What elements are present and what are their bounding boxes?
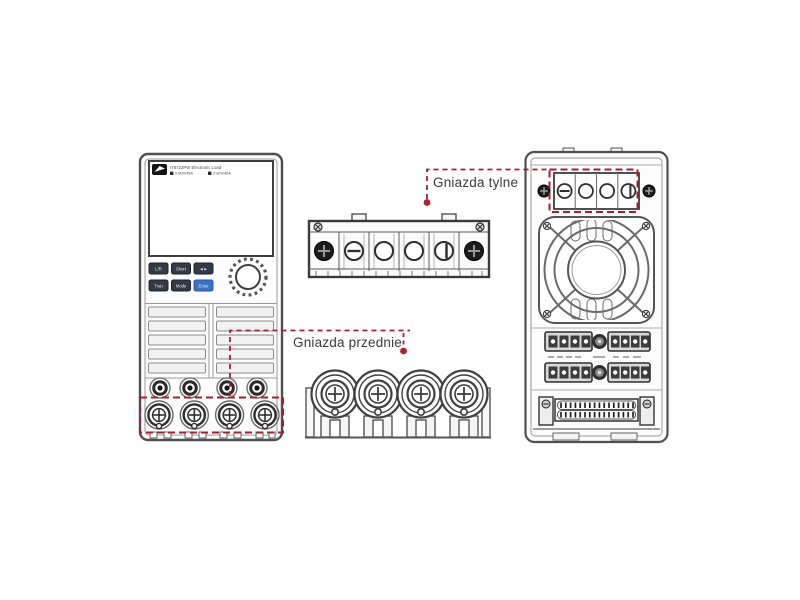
svg-text:◄►: ◄►: [199, 266, 207, 271]
center-screw-icon: [592, 365, 607, 380]
phillips-screw-icon: [537, 184, 551, 198]
half-slot-terminal: [620, 183, 637, 199]
front-sockets-detail: [305, 369, 491, 439]
phillips-screw-icon: [642, 184, 656, 198]
post-mounts: [320, 415, 479, 438]
binding-post-large: [310, 369, 360, 419]
front-button-enter: Enter: [193, 279, 214, 292]
front-button-lr: L/R: [148, 262, 169, 275]
sense-terminal: [149, 377, 171, 399]
binding-post: [144, 400, 174, 430]
binding-post: [179, 400, 209, 430]
terminal-hole: [599, 183, 615, 199]
display-rating-right: 0-80V/45A: [213, 172, 231, 176]
corner-screw-icon: [475, 222, 485, 232]
phillips-screw-icon: [464, 241, 484, 261]
front-panel-view: IT8722PW Electronic Load 0-80V/45A 0-80V…: [138, 152, 284, 442]
fan-corner-screw-icon: [542, 309, 552, 319]
slotted-screw-icon: [344, 241, 364, 261]
rating-badge-icon: [170, 171, 174, 175]
fan-corner-screw-icon: [542, 221, 552, 231]
brand-logo-arrow: [154, 166, 165, 172]
front-button-short: Short: [171, 262, 191, 275]
rating-badge-icon: [208, 171, 212, 175]
front-button-mode: Mode: [171, 279, 191, 292]
svg-text:L/R: L/R: [155, 266, 162, 271]
svg-text:Enter: Enter: [198, 283, 209, 288]
front-button-tran: Tran: [148, 279, 169, 292]
lcd-display: IT8722PW Electronic Load 0-80V/45A 0-80V…: [148, 160, 274, 257]
phillips-screw-icon: [314, 241, 334, 261]
front-panel-bezel: [144, 158, 278, 436]
front-keypad: L/R Short ◄► Tran Mode Enter: [148, 257, 268, 297]
slotted-screw-icon: [556, 183, 573, 199]
cell-dividers: [338, 232, 460, 271]
rotary-knob: [228, 257, 268, 297]
binding-post-large: [396, 369, 446, 419]
terminal-hole: [578, 183, 594, 199]
sense-terminal: [179, 377, 201, 399]
rear-terminal-strip: [537, 172, 656, 210]
control-terminal-row-1: [544, 331, 651, 352]
svg-text:Tran: Tran: [154, 283, 163, 288]
center-screw-icon: [592, 334, 607, 349]
display-brand-text: IT8722PW Electronic Load: [170, 165, 222, 170]
binding-post: [250, 400, 280, 430]
display-rating-left: 0-80V/45A: [175, 172, 193, 176]
sense-terminal: [216, 377, 238, 399]
rear-panel-feet: [533, 428, 660, 441]
connector-pins: [560, 402, 634, 418]
control-terminal-row-2: [544, 362, 651, 383]
rear-terminal-block-detail: [307, 213, 491, 279]
binding-post-large: [353, 369, 403, 419]
terminal-hole: [374, 241, 394, 261]
svg-text:Mode: Mode: [176, 283, 187, 288]
fan-grille: [542, 220, 651, 320]
callout-label-front-sockets: Gniazda przednie: [293, 335, 403, 350]
block-base-ticks: [315, 271, 483, 276]
sense-terminal: [246, 377, 268, 399]
multipin-connector: [538, 396, 655, 426]
front-button-arrows: ◄►: [193, 262, 214, 275]
corner-screw-icon: [313, 222, 323, 232]
rear-panel-view: [524, 147, 669, 444]
rear-panel-inner: [530, 157, 663, 437]
rear-callout-dot: [423, 199, 431, 206]
half-slot-terminal: [434, 241, 454, 261]
cooling-fan: [538, 216, 655, 324]
svg-text:Short: Short: [176, 266, 187, 271]
binding-post: [214, 400, 245, 430]
fan-corner-screw-icon: [641, 309, 651, 319]
fan-corner-screw-icon: [641, 221, 651, 231]
binding-post-large: [439, 369, 489, 419]
terminal-hole: [404, 241, 424, 261]
callout-label-rear-sockets: Gniazda tylne: [433, 175, 519, 190]
